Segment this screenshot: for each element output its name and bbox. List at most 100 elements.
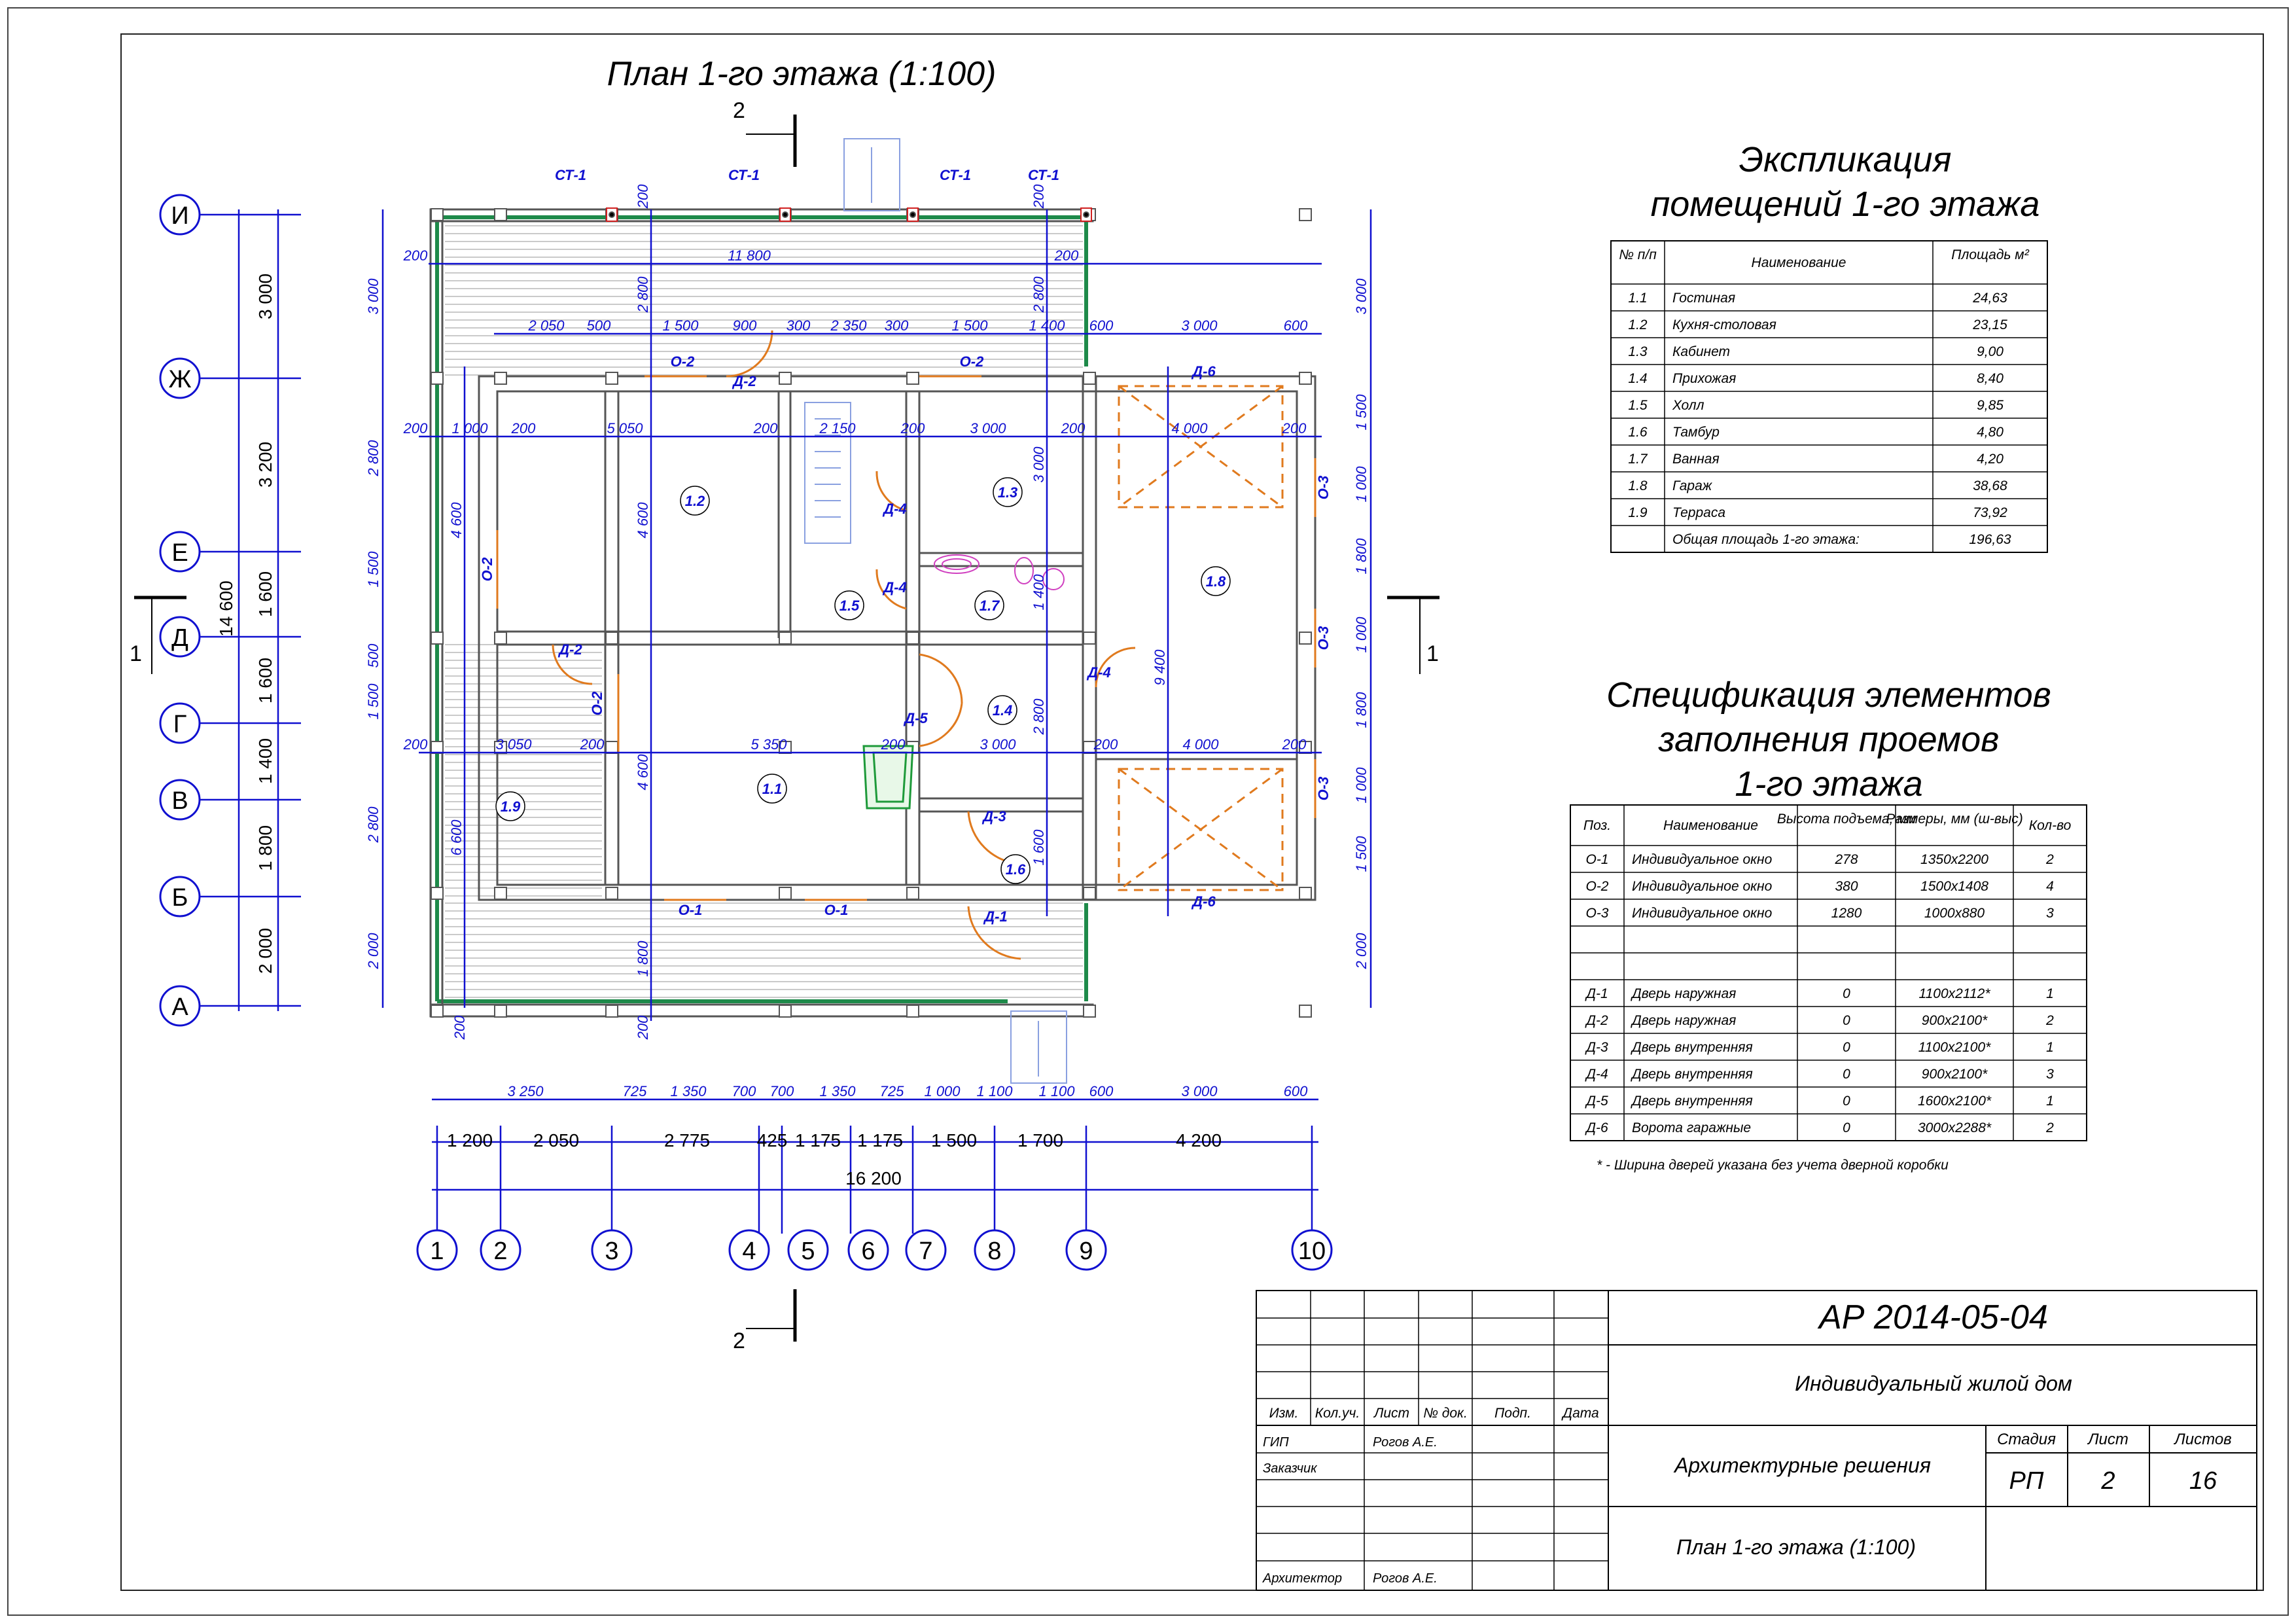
expl-cell-num: 1.5 (1628, 398, 1648, 413)
log-end (431, 887, 444, 900)
title-block-header: Подп. (1494, 1406, 1531, 1421)
room-label: 1.5 (839, 597, 860, 614)
inner-dim: 2 150 (819, 420, 856, 437)
column-axis-label: 2 (493, 1238, 507, 1265)
expl-cell-num: 1.2 (1628, 317, 1648, 332)
row-spacing: 1 400 (255, 738, 275, 784)
log-end (906, 1005, 919, 1018)
expl-cell-num: 1.9 (1628, 505, 1648, 520)
column-axis-circle (416, 1229, 458, 1271)
label-d5: Д-5 (903, 710, 928, 726)
column-axis-circle (728, 1229, 770, 1271)
section-mark-2-bottom: 2 (733, 1329, 745, 1353)
room-label-circle (495, 791, 525, 821)
row-axis-circle (159, 876, 201, 918)
stage-label: Стадия (1997, 1431, 2056, 1448)
row-axis-circle (159, 616, 201, 658)
spec-cell: Дверь внутренняя (1631, 1040, 1753, 1055)
title-block-header: № док. (1423, 1406, 1468, 1421)
inner-dim: 3 000 (1181, 317, 1218, 334)
spec-cell: Д-3 (1585, 1040, 1608, 1055)
opening-labels: СТ-1 СТ-1 СТ-1 СТ-1 О-2 О-2 О-2 О-2 О-1 … (479, 167, 1332, 925)
spec-cell: 1100х2112* (1919, 986, 1991, 1001)
inner-dim: 1 500 (951, 317, 988, 334)
column-axis-circle (1291, 1229, 1333, 1271)
column-axis-circle (847, 1229, 889, 1271)
expl-cell-name: Кабинет (1672, 344, 1730, 359)
row-axis-circle (159, 357, 201, 399)
sheet-label: Лист (2087, 1431, 2128, 1448)
room-label: 1.6 (1006, 861, 1026, 878)
sheets-value: 16 (2189, 1467, 2217, 1495)
table-frame (1570, 804, 2087, 1141)
log-end (494, 372, 507, 385)
inner-dim: 5 050 (607, 420, 643, 437)
column-axis-label: 10 (1298, 1238, 1326, 1265)
expl-cell-name: Прихожая (1672, 371, 1736, 386)
section-mark-1-left: 1 (130, 641, 142, 666)
dim-vert-2800-a: 2 800 (635, 276, 651, 313)
spec-cell: Дверь наружная (1631, 1013, 1736, 1028)
section-mark-2-top: 2 (733, 98, 745, 123)
label-o2-c: О-2 (479, 557, 495, 581)
room-label: 1.7 (980, 597, 1000, 614)
right-outer-dim: 3 000 (1353, 278, 1369, 315)
inner-dim: 3 000 (970, 420, 1006, 437)
column-axis-circle (905, 1229, 947, 1271)
expl-cell-num: 1.1 (1628, 291, 1647, 306)
inner-dim: 200 (403, 420, 428, 437)
inner-dim: 200 (753, 420, 778, 437)
spec-cell: О-2 (1585, 879, 1608, 894)
section-name: Архитектурные решения (1673, 1454, 1931, 1477)
spec-cell: 1000х880 (1924, 906, 1985, 921)
label-st1-d: СТ-1 (1028, 167, 1059, 183)
row-axis-circle (159, 985, 201, 1027)
dim-vert-2800-b: 2 800 (1031, 276, 1047, 313)
right-outer-dim: 1 000 (1353, 767, 1369, 804)
expl-cell-num: 1.8 (1628, 478, 1648, 493)
label-o2-d: О-2 (589, 691, 605, 715)
log-end (431, 1005, 444, 1018)
spec-cell: 0 (1843, 1120, 1850, 1135)
row-axis-circle (159, 194, 201, 236)
inner-dim: 1 400 (1029, 317, 1065, 334)
section-mark-1-right: 1 (1426, 641, 1439, 666)
spec-cell: 1 (2046, 1094, 2054, 1109)
opening-dim: 1 000 (924, 1083, 961, 1099)
expl-cell-name: Ванная (1672, 452, 1720, 467)
inner-dim: 5 350 (751, 736, 787, 753)
inner-dim: 200 (1093, 736, 1118, 753)
expl-cell-area: 24,63 (1972, 291, 2007, 306)
column-axis-label: 1 (430, 1238, 444, 1265)
opening-dim: 725 (880, 1083, 904, 1099)
expl-cell-area: 9,85 (1977, 398, 2004, 413)
column-axis-circle (974, 1229, 1016, 1271)
spec-cell: 1 (2046, 986, 2054, 1001)
expl-cell-num: 1.6 (1628, 425, 1648, 440)
inner-dim: 200 (1282, 736, 1307, 753)
room-label: 1.9 (501, 798, 521, 815)
overall-width: 16 200 (845, 1168, 902, 1188)
label-o1-b: О-1 (824, 902, 849, 918)
row-axis-label: В (171, 787, 188, 815)
spec-cell: 3 (2046, 1067, 2054, 1082)
spec-cell: 1 (2046, 1040, 2054, 1055)
expl-cell-area: 73,92 (1973, 505, 2007, 520)
name-gip: Рогов А.Е. (1373, 1435, 1438, 1450)
row-axis-label: Б (172, 884, 188, 912)
log-end (906, 632, 919, 645)
log-end (1299, 1005, 1312, 1018)
post-dot (1083, 211, 1089, 218)
room-label-circle (834, 590, 864, 620)
log-end (779, 887, 792, 900)
inner-dim: 1 500 (662, 317, 699, 334)
spec-title-2: заполнения проемов (1658, 720, 2000, 759)
opening-dim: 1 100 (1038, 1083, 1075, 1099)
log-end (431, 208, 444, 221)
log-end (494, 1005, 507, 1018)
title-block-header: Лист (1373, 1406, 1409, 1421)
